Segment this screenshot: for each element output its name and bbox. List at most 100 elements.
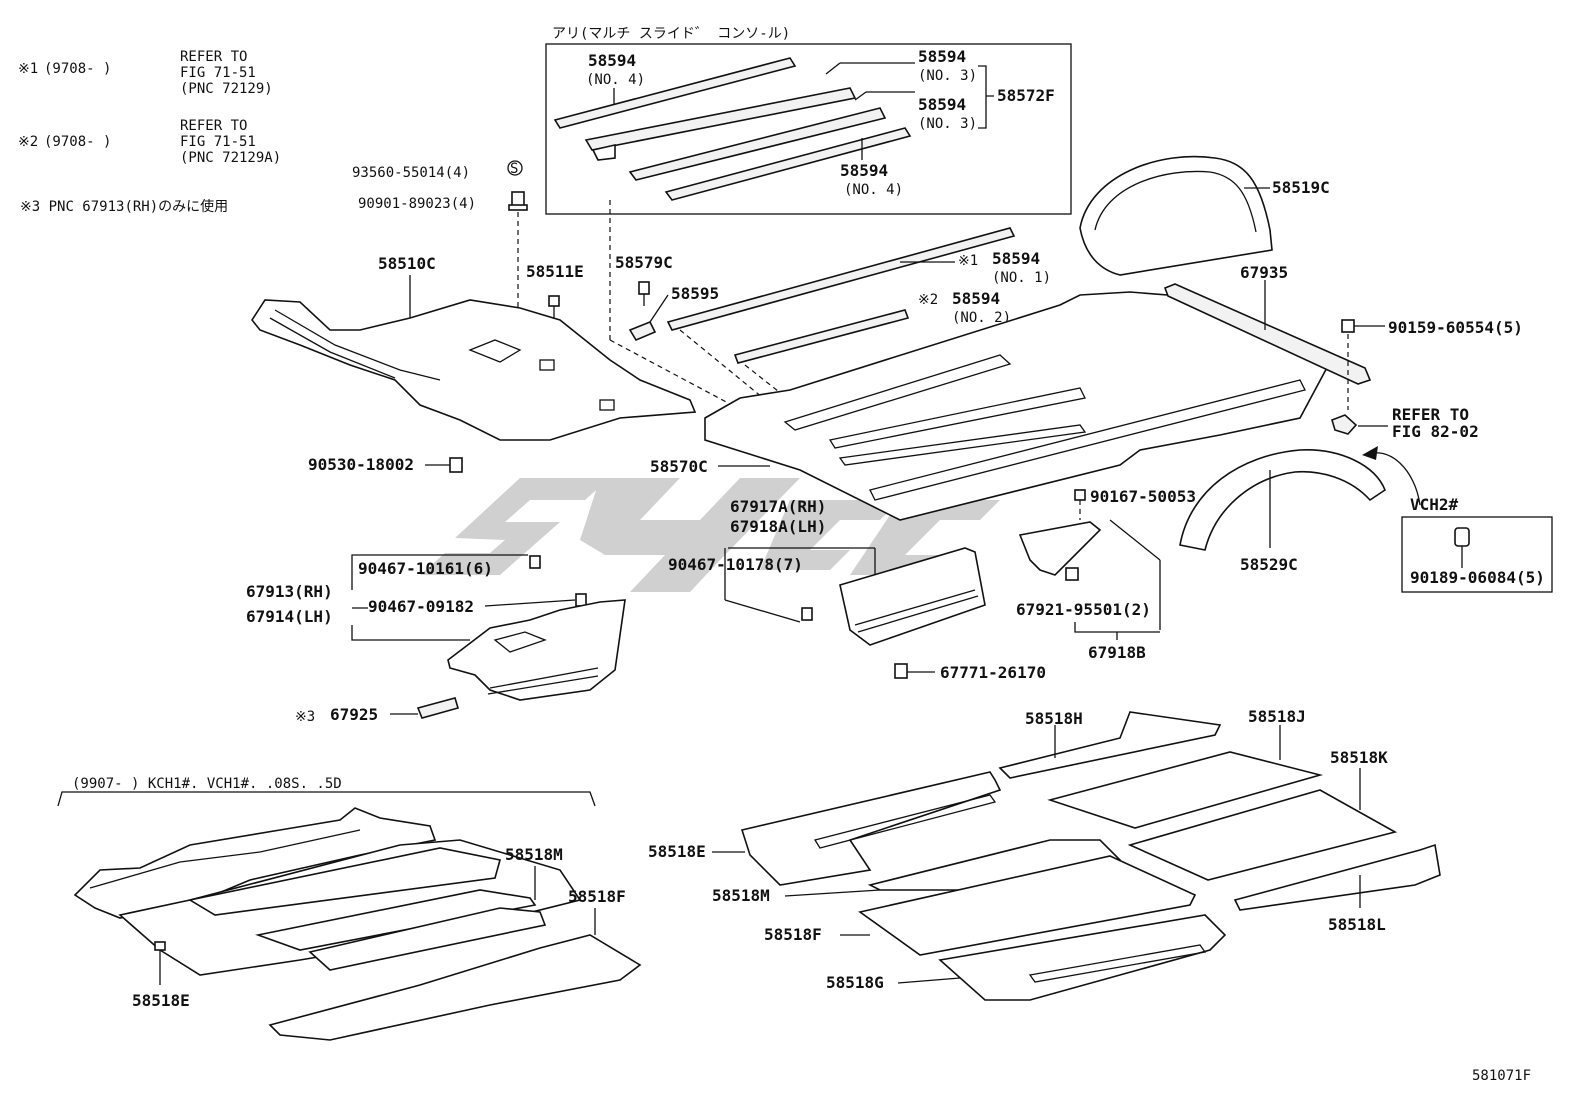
label-90189: 90189-06084(5) bbox=[1410, 568, 1545, 587]
label-67921: 67921-95501(2) bbox=[1016, 600, 1151, 619]
label-58529C: 58529C bbox=[1240, 555, 1298, 574]
part-67925-icon bbox=[416, 697, 460, 719]
figure-code: 581071F bbox=[1472, 1068, 1531, 1084]
console-box-title: アリ(マルチ スライド゛ コンソ-ル) bbox=[552, 26, 790, 42]
rail-58594-no1 bbox=[666, 227, 1016, 331]
label-58518G: 58518G bbox=[826, 973, 884, 992]
note-block: ※1 (9708- ) REFER TO FIG 71-51 (PNC 7212… bbox=[18, 49, 281, 215]
label-vch2: VCH2# bbox=[1410, 495, 1459, 514]
mats-left bbox=[73, 807, 642, 1041]
label-refer1: REFER TO bbox=[1392, 405, 1469, 424]
label-90159: 90159-60554(5) bbox=[1388, 318, 1523, 337]
label-58594-d: 58594 bbox=[840, 161, 888, 180]
mat-58518F-r bbox=[858, 855, 1197, 956]
mat-58518L bbox=[1233, 843, 1441, 911]
label-93560: 93560-55014(4) bbox=[352, 165, 470, 181]
part-67918B bbox=[1018, 521, 1102, 576]
note2-range: (9708- ) bbox=[44, 134, 111, 150]
label-67918A: 67918A(LH) bbox=[730, 517, 826, 536]
clip-90189-icon bbox=[1454, 527, 1470, 568]
label-58518L: 58518L bbox=[1328, 915, 1386, 934]
part-58529C bbox=[1179, 449, 1386, 551]
label-67925-mark: ※3 bbox=[295, 709, 315, 725]
label-58594-c-no: (NO. 3) bbox=[918, 116, 977, 132]
clip-90901-icon bbox=[508, 191, 528, 211]
clip-90167-icon bbox=[1074, 489, 1086, 501]
label-67935: 67935 bbox=[1240, 263, 1288, 282]
note1-mark: ※1 bbox=[18, 61, 38, 77]
clip-90530-icon bbox=[425, 457, 463, 473]
label-58594-n2: 58594 bbox=[952, 289, 1000, 308]
clip-58511E-icon bbox=[548, 295, 560, 318]
rail-58594-no3-b bbox=[628, 107, 887, 181]
label-58572F: 58572F bbox=[997, 86, 1055, 105]
part-67913 bbox=[447, 599, 626, 701]
rail-58594-no2 bbox=[733, 309, 910, 364]
label-bottom-range: (9907- ) KCH1#. VCH1#. .08S. .5D bbox=[72, 776, 342, 792]
note1-ref1: REFER TO bbox=[180, 49, 247, 65]
label-58570C: 58570C bbox=[650, 457, 708, 476]
note3: ※3 PNC 67913(RH)のみに使用 bbox=[20, 198, 228, 215]
label-58594-n2-mark: ※2 bbox=[918, 292, 938, 308]
screw-s-icon bbox=[507, 160, 523, 176]
part-58510C bbox=[251, 275, 697, 441]
clip-90159-icon bbox=[1341, 319, 1385, 333]
label-58594-n1-mark: ※1 bbox=[958, 253, 978, 269]
vch2-box bbox=[1401, 516, 1553, 593]
label-58518K: 58518K bbox=[1330, 748, 1388, 767]
mat-58518K bbox=[1127, 789, 1398, 881]
bracket-refer-icon bbox=[1331, 414, 1388, 435]
rail-58594-no4-bottom bbox=[664, 127, 912, 201]
mat-58518J bbox=[1047, 751, 1324, 829]
clip-90467-09182-icon bbox=[575, 593, 587, 607]
watermark-logo bbox=[420, 478, 1000, 592]
label-90467-10161: 90467-10161(6) bbox=[358, 559, 493, 578]
clip-90467-10161-icon bbox=[529, 555, 541, 569]
label-58519C: 58519C bbox=[1272, 178, 1330, 197]
note1-range: (9708- ) bbox=[44, 61, 111, 77]
label-58594-b-no: (NO. 3) bbox=[918, 68, 977, 84]
note2-ref2: FIG 71-51 bbox=[180, 134, 256, 150]
label-90467-09182: 90467-09182 bbox=[368, 597, 474, 616]
label-58518J: 58518J bbox=[1248, 707, 1306, 726]
label-58594-c: 58594 bbox=[918, 95, 966, 114]
note2-mark: ※2 bbox=[18, 134, 38, 150]
label-58595: 58595 bbox=[671, 284, 719, 303]
label-67925: 67925 bbox=[330, 705, 378, 724]
label-58594-b: 58594 bbox=[918, 47, 966, 66]
part-67935 bbox=[1163, 280, 1372, 385]
label-58510C: 58510C bbox=[378, 254, 436, 273]
clip-67921-icon bbox=[1065, 567, 1079, 581]
label-90530: 90530-18002 bbox=[308, 455, 414, 474]
label-58518M-r: 58518M bbox=[712, 886, 770, 905]
label-58518E-l: 58518E bbox=[132, 991, 190, 1010]
label-67771: 67771-26170 bbox=[940, 663, 1046, 682]
screw-s-letter: S bbox=[510, 161, 518, 177]
label-67914: 67914(LH) bbox=[246, 607, 333, 626]
note1-ref3: (PNC 72129) bbox=[180, 81, 273, 97]
clip-67771-icon bbox=[894, 663, 935, 679]
arrow-head bbox=[1362, 446, 1378, 460]
part-58570C bbox=[704, 291, 1332, 521]
label-58518E-r: 58518E bbox=[648, 842, 706, 861]
mats-right bbox=[712, 711, 1441, 1001]
label-58594-n2-no: (NO. 2) bbox=[952, 310, 1011, 326]
part-58519C bbox=[1079, 155, 1273, 276]
label-67918B: 67918B bbox=[1088, 643, 1146, 662]
label-58594-n1: 58594 bbox=[992, 249, 1040, 268]
note2-ref3: (PNC 72129A) bbox=[180, 150, 281, 166]
label-58594-n1-no: (NO. 1) bbox=[992, 270, 1051, 286]
note1-ref2: FIG 71-51 bbox=[180, 65, 256, 81]
label-58518H: 58518H bbox=[1025, 709, 1083, 728]
note2-ref1: REFER TO bbox=[180, 118, 247, 134]
label-90167: 90167-50053 bbox=[1090, 487, 1196, 506]
label-58594-a-no: (NO. 4) bbox=[586, 72, 645, 88]
rail-58594-no3-a bbox=[584, 87, 857, 161]
clip-58579C-icon bbox=[638, 281, 650, 306]
label-58518M-l: 58518M bbox=[505, 845, 563, 864]
label-58518F-l: 58518F bbox=[568, 887, 626, 906]
clip-90467-10178-icon bbox=[801, 607, 813, 621]
label-90901: 90901-89023(4) bbox=[358, 196, 476, 212]
bottom-range-bracket bbox=[57, 791, 596, 807]
